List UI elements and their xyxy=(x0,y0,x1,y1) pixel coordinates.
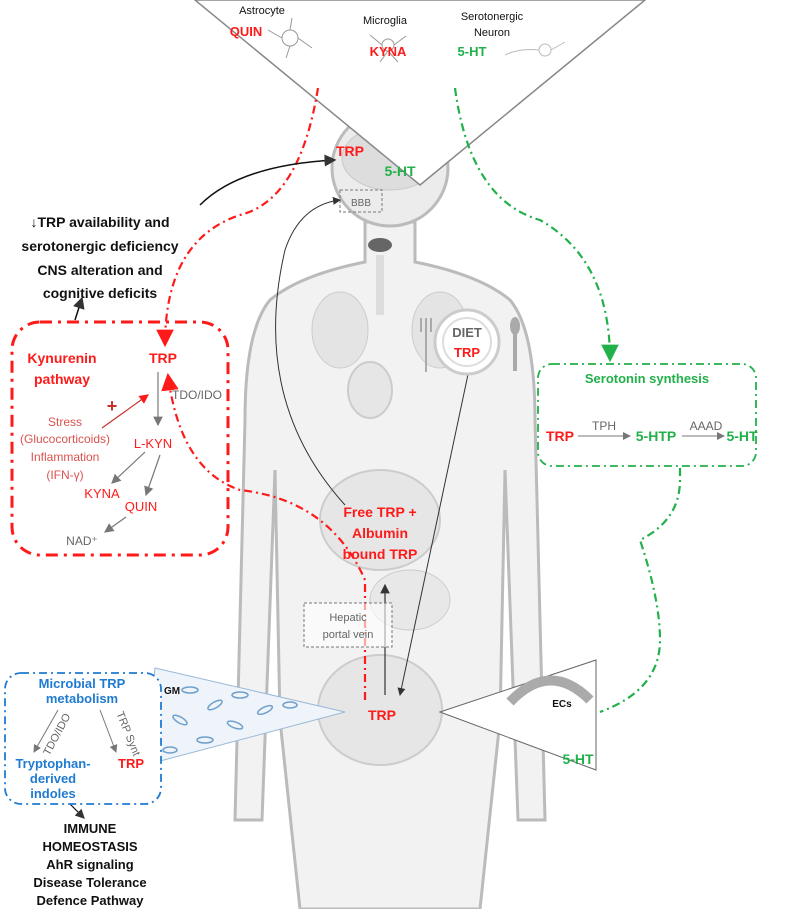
mouth-icon xyxy=(368,238,392,315)
brain-cells-triangle xyxy=(193,0,647,186)
immune-line: AhR signaling xyxy=(46,857,133,872)
quin-label-box: QUIN xyxy=(125,499,158,514)
diet-label: DIET xyxy=(452,325,482,340)
microglia-label: Microglia xyxy=(363,15,408,27)
microbial-trp: TRP xyxy=(118,756,144,771)
5htp-label: 5-HTP xyxy=(636,428,676,444)
serotonin-title: Serotonin synthesis xyxy=(585,371,709,386)
diet-plate-icon xyxy=(420,308,520,376)
indoles-label: indoles xyxy=(30,786,76,801)
serotonin-synthesis-box xyxy=(537,363,757,467)
bbb-label: BBB xyxy=(351,198,371,209)
quin-label: QUIN xyxy=(230,24,263,39)
cns-line: serotonergic deficiency xyxy=(21,238,178,254)
blood-line: Free TRP + xyxy=(343,504,416,520)
blood-line: Albumin xyxy=(352,525,408,541)
immune-line: HOMEOSTASIS xyxy=(42,839,137,854)
gm-label: GM xyxy=(164,686,180,697)
neuron-label-1: Serotonergic xyxy=(461,11,524,23)
tdo-ido-label: TDO/IDO xyxy=(172,388,222,402)
fork-icon xyxy=(420,318,432,372)
microbial-title: metabolism xyxy=(46,691,118,706)
brain-5ht: 5-HT xyxy=(384,163,416,179)
trigger-line: Stress xyxy=(48,415,82,429)
ecs-label: ECs xyxy=(552,699,572,710)
immune-line: Disease Tolerance xyxy=(33,875,146,890)
epithelium-icon xyxy=(506,675,594,706)
kyna-label: KYNA xyxy=(370,44,407,59)
cns-line: ↓TRP availability and xyxy=(30,214,169,230)
nad-label: NAD⁺ xyxy=(66,534,98,548)
neuron-label-2: Neuron xyxy=(474,27,510,39)
immune-line: IMMUNE xyxy=(64,821,117,836)
ser-trp: TRP xyxy=(546,428,574,444)
kynurenine-title: Kynurenin xyxy=(27,350,96,366)
triggers: Stress (Glucocorticoids) Inflammation (I… xyxy=(20,415,110,482)
enterochromaffin-triangle xyxy=(438,659,597,771)
indoles-label: derived xyxy=(30,771,76,786)
diet-trp: TRP xyxy=(454,345,480,360)
neuron-icon xyxy=(504,41,566,57)
kyna-label-box: KYNA xyxy=(84,486,120,501)
aaad-label: AAAD xyxy=(690,419,723,433)
hepatic-label: Hepatic xyxy=(329,612,367,624)
brain-trp: TRP xyxy=(336,143,364,159)
heart-icon xyxy=(319,361,441,571)
hepatic-label: portal vein xyxy=(323,629,374,641)
immune-outcomes: IMMUNE HOMEOSTASIS AhR signaling Disease… xyxy=(33,821,146,908)
kynurenine-title: pathway xyxy=(34,371,90,387)
hepatic-portal-vein-box xyxy=(303,602,393,648)
serotonin-top-label: 5-HT xyxy=(458,44,487,59)
ec-5ht: 5-HT xyxy=(562,751,594,767)
blood-trp-label: Free TRP + Albumin bound TRP xyxy=(343,504,418,562)
tph-label: TPH xyxy=(592,419,616,433)
trigger-line: (IFN-γ) xyxy=(46,468,83,482)
cns-line: CNS alteration and xyxy=(37,262,162,278)
kyn-trp: TRP xyxy=(149,350,177,366)
bacteria-icons xyxy=(162,686,298,754)
lkyn-label: L-KYN xyxy=(134,436,172,451)
trigger-line: (Glucocorticoids) xyxy=(20,432,110,446)
kynurenine-pathway-box xyxy=(10,320,230,557)
blood-line: bound TRP xyxy=(343,546,418,562)
tdo-arrow xyxy=(33,709,59,753)
plus-sign: + xyxy=(107,396,118,416)
trp-synt-arrow xyxy=(99,709,118,753)
cns-effects-text: ↓TRP availability and serotonergic defic… xyxy=(21,214,178,301)
indoles-label: Tryptophan- xyxy=(15,756,90,771)
spoon-icon xyxy=(510,317,520,335)
kyn-arrows xyxy=(101,372,163,533)
astrocyte-icon xyxy=(267,17,313,59)
ser-5ht: 5-HT xyxy=(726,428,758,444)
trigger-line: Inflammation xyxy=(31,450,100,464)
astrocyte-label: Astrocyte xyxy=(239,5,285,17)
microbial-metabolism-box xyxy=(4,672,162,805)
cns-line: cognitive deficits xyxy=(43,285,158,301)
microbial-title: Microbial TRP xyxy=(39,676,126,691)
immune-line: Defence Pathway xyxy=(37,893,145,908)
microglia-icon xyxy=(369,34,407,63)
gut-trp: TRP xyxy=(368,707,396,723)
